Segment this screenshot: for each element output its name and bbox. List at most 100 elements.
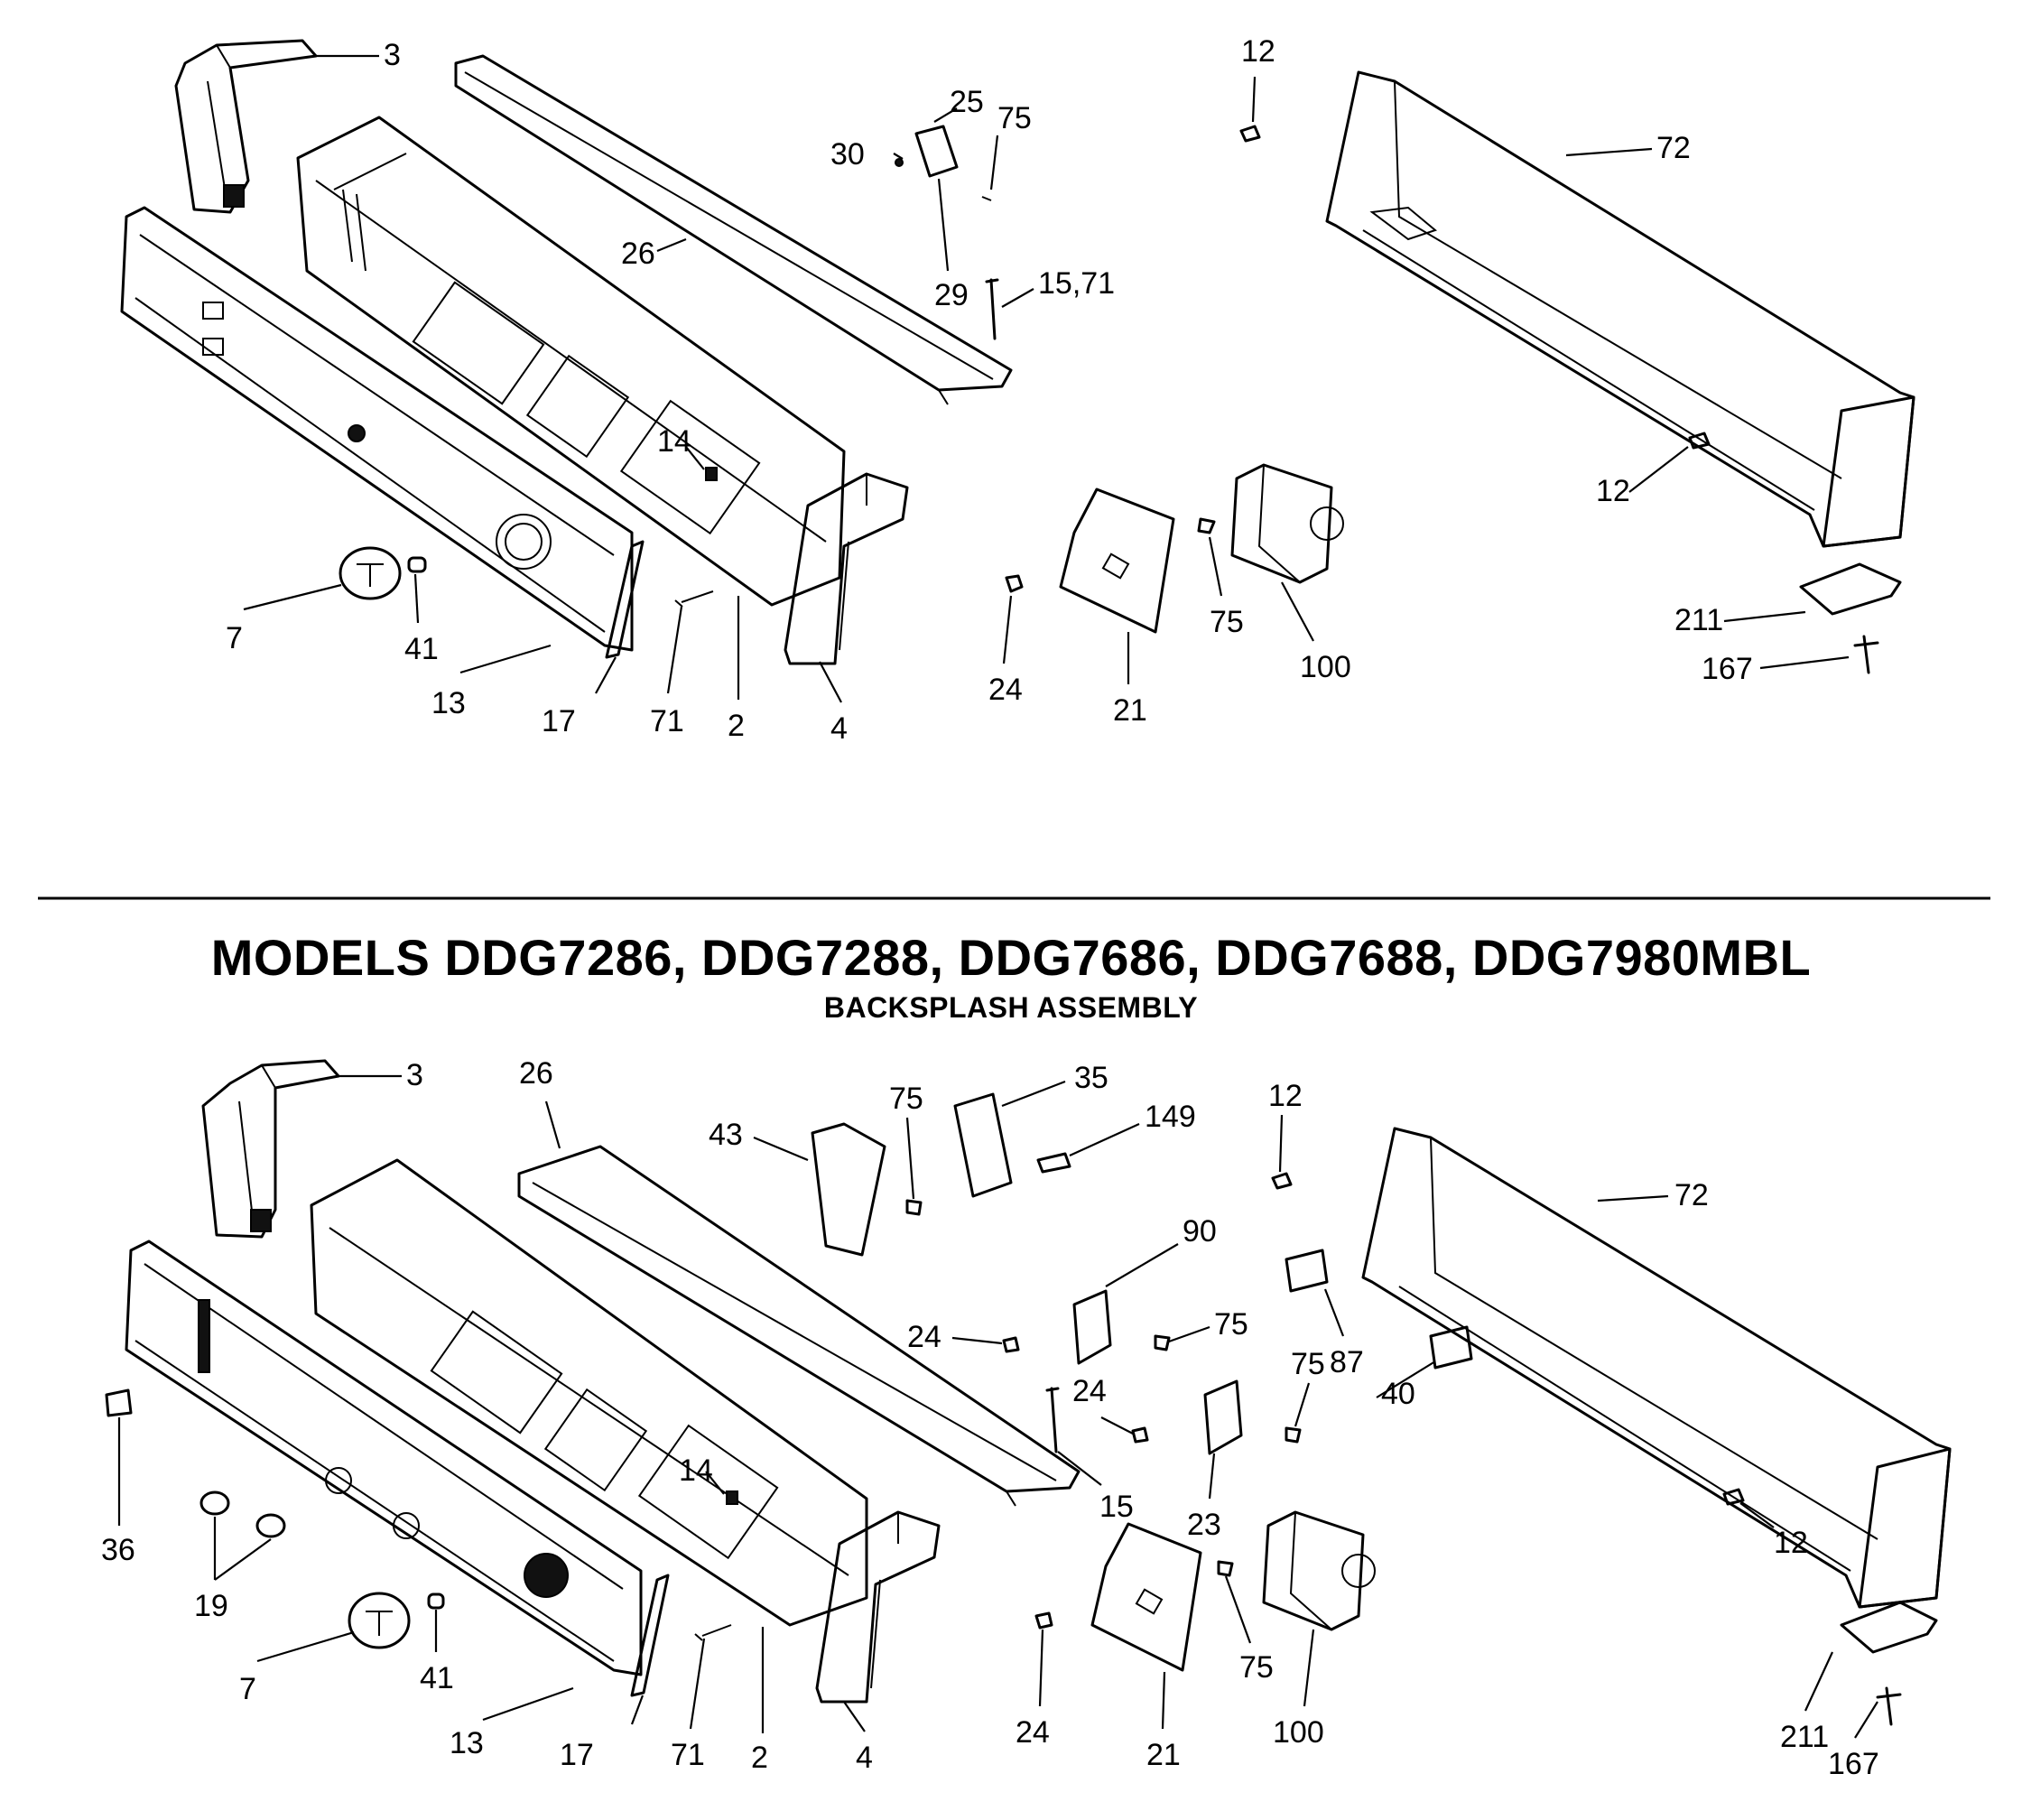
part-clip-12a	[1239, 125, 1261, 143]
callout-label: 21	[1113, 693, 1147, 728]
callout-label: 2	[728, 709, 745, 743]
callout-label: 25	[950, 85, 984, 119]
part-timer-100	[1230, 463, 1344, 584]
callout-label: 7	[239, 1672, 256, 1706]
callout-label: 149	[1145, 1100, 1196, 1134]
part-clip	[427, 1592, 445, 1610]
part-36	[105, 1388, 133, 1417]
callout-label: 14	[679, 1453, 713, 1488]
callout-label: 2	[751, 1741, 768, 1775]
part-switch-87	[1285, 1249, 1329, 1293]
callout-label: 26	[519, 1056, 553, 1091]
part-end-cap-left	[174, 39, 318, 214]
part-clip	[407, 556, 427, 573]
callout-label: 100	[1273, 1715, 1324, 1750]
part-nut-24a	[1002, 1336, 1020, 1353]
callout-label: 75	[997, 101, 1032, 135]
callout-label: 87	[1330, 1345, 1364, 1379]
part-bracket-23	[1203, 1379, 1243, 1455]
part-screw-71	[674, 590, 714, 608]
part-rear-housing	[1325, 70, 1915, 548]
callout-label: 72	[1656, 131, 1691, 165]
callout-label: 100	[1300, 650, 1351, 684]
callout-label: 26	[621, 237, 655, 271]
callout-label: 3	[384, 38, 401, 72]
callout-label: 3	[406, 1058, 423, 1092]
callout-label: 12	[1268, 1079, 1303, 1113]
part-long-screw	[1045, 1387, 1060, 1453]
callout-label: 30	[830, 137, 865, 172]
part-front-panel	[125, 1240, 643, 1676]
part-bracket-211	[1840, 1601, 1938, 1654]
part-bracket-90	[1072, 1289, 1112, 1365]
part-clip-12b	[1722, 1488, 1745, 1506]
callout-label: 17	[542, 704, 576, 738]
callout-label: 17	[560, 1738, 594, 1772]
part-nut-24	[1005, 574, 1024, 593]
part-screw-71	[694, 1624, 732, 1641]
part-control-housing	[310, 1158, 868, 1627]
callout-label: 75	[1214, 1307, 1248, 1342]
callout-label: 167	[1702, 652, 1753, 686]
part-end-cap-right	[784, 472, 909, 665]
part-screw-75a	[905, 1199, 923, 1216]
part-screw-149	[1036, 1152, 1071, 1174]
upper-diagram: 3 26 25 30 75 29 15,71 12 72 14 12 7 41 …	[120, 34, 1915, 746]
part-switch-40	[1429, 1325, 1473, 1370]
part-nut-24b	[1131, 1426, 1149, 1444]
part-top-trim	[517, 1145, 1081, 1507]
callout-label: 75	[1210, 605, 1244, 639]
part-screw-75c	[1285, 1426, 1302, 1444]
part-screw-75b	[1154, 1334, 1171, 1351]
part-35	[953, 1092, 1013, 1198]
callout-label: 40	[1381, 1377, 1415, 1411]
callout-label: 29	[934, 278, 969, 312]
part-board-21	[1090, 1522, 1202, 1672]
part-control-housing	[296, 116, 846, 607]
callout-label: 211	[1780, 1720, 1829, 1754]
part-top-trim	[454, 54, 1013, 405]
part-end-cap-left	[201, 1059, 340, 1239]
callout-label: 24	[1072, 1374, 1107, 1408]
part-bracket-211	[1799, 562, 1902, 616]
lower-diagram: 3 26 43 75 35 149 12 72 90 24 75 87 24 7…	[101, 1056, 1952, 1781]
callout-label: 13	[450, 1726, 484, 1760]
part-14	[705, 467, 718, 481]
part-switch-25	[895, 125, 992, 201]
callout-label: 36	[101, 1533, 135, 1567]
callout-label: 15,71	[1038, 266, 1115, 301]
callout-label: 41	[420, 1661, 454, 1695]
callout-label: 21	[1146, 1738, 1181, 1772]
callout-label: 24	[988, 673, 1023, 707]
callout-label: 24	[907, 1320, 941, 1354]
callout-label: 75	[889, 1082, 923, 1116]
callout-label: 12	[1241, 34, 1275, 69]
callout-label: 19	[194, 1589, 228, 1623]
part-bracket-strip	[630, 1574, 670, 1697]
part-front-panel	[120, 206, 634, 652]
part-screw-167	[1876, 1686, 1902, 1726]
part-knob	[348, 1592, 411, 1649]
callout-label: 12	[1596, 474, 1630, 508]
part-14	[726, 1490, 738, 1505]
callout-label: 23	[1187, 1508, 1221, 1542]
callout-label: 75	[1291, 1347, 1325, 1381]
part-screw-75	[1197, 517, 1216, 534]
page-subtitle: BACKSPLASH ASSEMBLY	[823, 991, 1199, 1024]
part-board-21	[1059, 488, 1175, 634]
callout-label: 41	[404, 632, 439, 666]
part-nut-24c	[1034, 1611, 1053, 1630]
callout-label: 4	[830, 711, 848, 746]
callout-label: 15	[1099, 1490, 1134, 1524]
callout-label: 24	[1016, 1715, 1050, 1750]
callout-label: 211	[1674, 603, 1723, 637]
callout-label: 167	[1828, 1747, 1879, 1781]
part-long-screw	[985, 278, 999, 340]
callout-label: 13	[431, 686, 466, 720]
callout-label: 72	[1674, 1178, 1709, 1212]
part-knob-19a	[199, 1490, 230, 1516]
callout-label: 4	[856, 1741, 873, 1775]
part-screw-167	[1853, 635, 1879, 674]
part-end-cap-right	[815, 1510, 941, 1704]
